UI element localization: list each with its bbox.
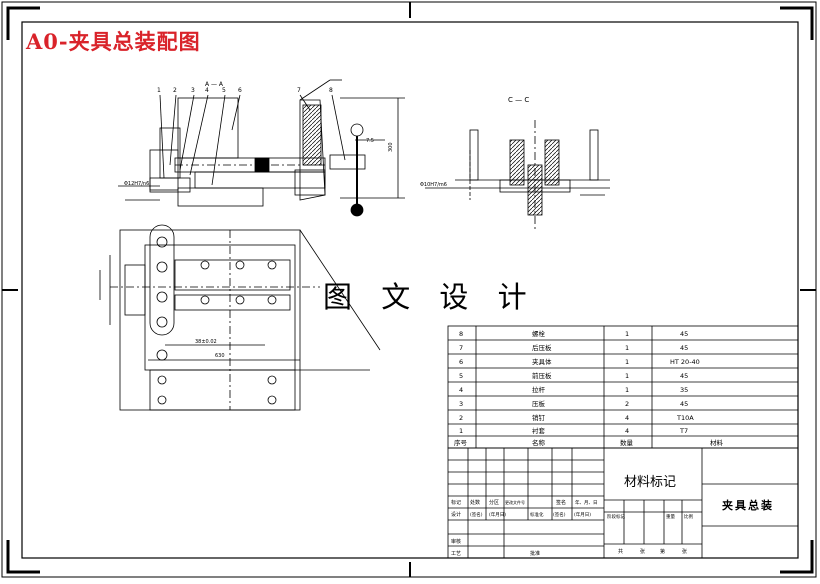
- part-material: T10A: [676, 414, 694, 422]
- part-name: 后压板: [532, 343, 552, 352]
- part-material: T7: [679, 427, 688, 435]
- part-no: 6: [459, 358, 463, 366]
- part-no: 3: [459, 400, 463, 408]
- balloon-2: 2: [173, 87, 177, 94]
- header-qty: 数量: [620, 438, 634, 447]
- standard-date: (年月日): [574, 511, 591, 518]
- sheet-no: 第: [660, 548, 665, 555]
- header-material: 材料: [710, 438, 724, 447]
- watermark: 图 文 设 计: [323, 280, 537, 314]
- sheet-unit: 张: [682, 548, 687, 555]
- front-view: [118, 79, 405, 217]
- sign-header: 分区: [489, 499, 499, 506]
- dim-bottom: Φ10H7/m6: [420, 182, 447, 188]
- part-no: 5: [459, 372, 463, 380]
- sign-header: 更改文件号: [505, 499, 525, 505]
- stage-mark-label: 阶段标记: [607, 513, 625, 520]
- standard-label: 标准化: [530, 511, 544, 518]
- part-qty: 1: [625, 344, 629, 352]
- design-label: 设计: [451, 511, 461, 518]
- part-qty: 4: [625, 414, 629, 422]
- part-no: 4: [459, 386, 463, 394]
- process-label: 工艺: [451, 551, 461, 557]
- dim-small: 7.5: [366, 138, 374, 144]
- title-block-grid: [447, 447, 799, 559]
- part-name: 螺栓: [532, 329, 546, 338]
- part-qty: 4: [625, 427, 629, 435]
- part-material: 35: [680, 386, 688, 394]
- review-label: 审核: [451, 538, 461, 545]
- drawing-title: A0-夹具总装配图: [26, 29, 201, 54]
- part-material: 45: [680, 344, 688, 352]
- balloon-5: 5: [222, 87, 226, 94]
- part-name: 衬套: [532, 426, 546, 435]
- header-no: 序号: [454, 438, 468, 447]
- part-qty: 2: [625, 400, 629, 408]
- dim-height: 300: [388, 142, 394, 152]
- parts-list-grid: [447, 325, 799, 449]
- part-material: 45: [680, 400, 688, 408]
- approve-label: 批准: [530, 550, 540, 557]
- parts-list: 8 螺栓 1 45 7 后压板 1 45 6 夹具体 1 HT 20-40 5 …: [454, 329, 724, 447]
- part-name: 拉杆: [532, 385, 546, 394]
- part-material: 45: [680, 330, 688, 338]
- part-qty: 1: [625, 372, 629, 380]
- sign-header: 标记: [451, 499, 461, 506]
- title-block: 标记 处数 分区 更改文件号 签名 年、月、日 设计 (签名) (年月日) 标准…: [451, 499, 693, 557]
- scale-label: 比例: [684, 513, 693, 520]
- dim-offset: 38±0.02: [195, 339, 217, 345]
- dim-pin: Φ12H7/n6: [124, 181, 149, 187]
- part-qty: 1: [625, 358, 629, 366]
- part-no: 1: [459, 427, 463, 435]
- sign-header: 签名: [556, 499, 566, 506]
- balloon-3: 3: [191, 87, 195, 94]
- part-qty: 1: [625, 386, 629, 394]
- drawing-name: 夹具总装: [722, 498, 774, 512]
- design-sign: (签名): [470, 511, 483, 518]
- balloon-4: 4: [205, 87, 209, 94]
- sheets-unit: 张: [640, 548, 645, 555]
- part-material: HT 20-40: [670, 358, 700, 366]
- sign-header: 年、月、日: [575, 499, 598, 506]
- sign-header: 处数: [470, 499, 480, 506]
- part-name: 压板: [532, 399, 546, 408]
- part-name: 前压板: [532, 371, 552, 380]
- part-no: 7: [459, 344, 463, 352]
- part-qty: 1: [625, 330, 629, 338]
- sheets-total: 共: [618, 548, 623, 555]
- balloon-7: 7: [297, 87, 301, 94]
- dim-width: 630: [215, 353, 225, 359]
- section-label-top: A — A: [205, 81, 224, 88]
- part-material: 45: [680, 372, 688, 380]
- section-label: C — C: [508, 96, 529, 104]
- balloon-8: 8: [329, 87, 333, 94]
- standard-sign: (签名): [553, 511, 566, 518]
- part-no: 2: [459, 414, 463, 422]
- balloon-6: 6: [238, 87, 242, 94]
- part-name: 销钉: [532, 413, 546, 422]
- material-mark: 材料标记: [624, 475, 676, 490]
- top-view: [99, 224, 381, 411]
- header-name: 名称: [532, 438, 546, 447]
- section-view: [425, 120, 610, 230]
- part-no: 8: [459, 330, 463, 338]
- weight-label: 重量: [666, 513, 675, 520]
- design-date: (年月日): [489, 511, 506, 518]
- part-name: 夹具体: [532, 357, 552, 366]
- balloon-1: 1: [157, 87, 161, 94]
